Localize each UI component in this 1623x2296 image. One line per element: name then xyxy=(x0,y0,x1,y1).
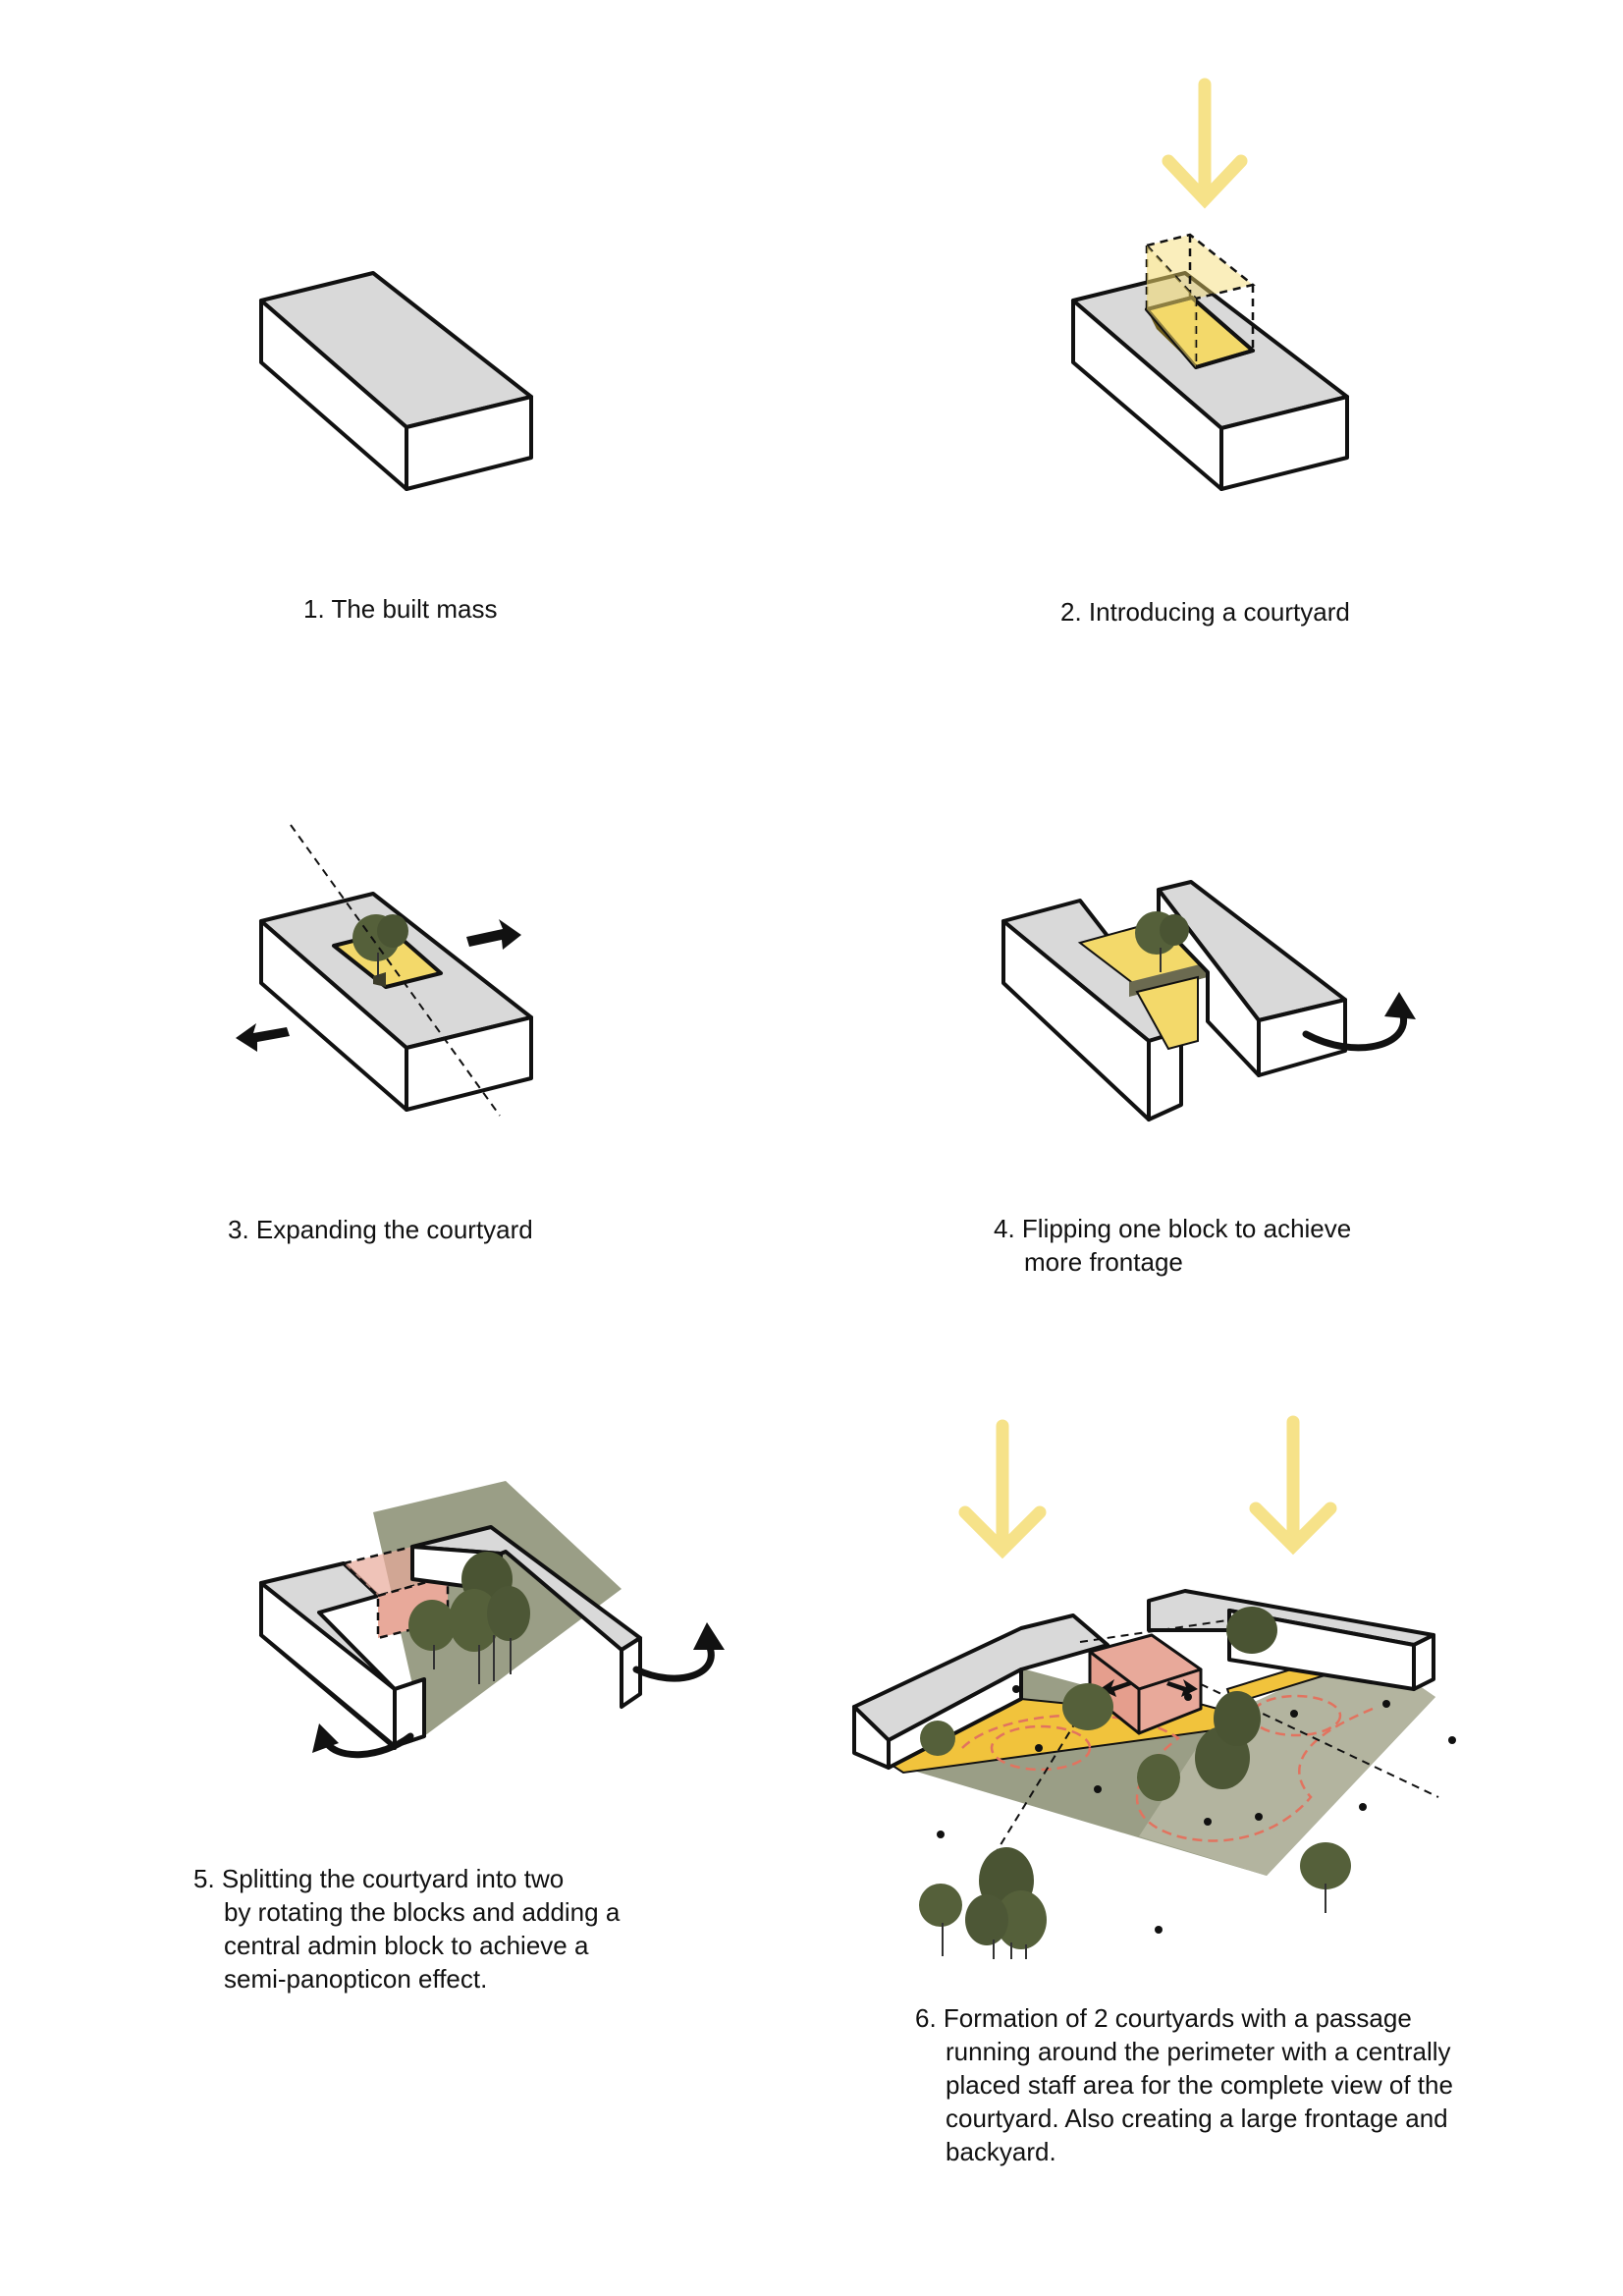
step3-arrow-right-icon xyxy=(466,919,521,950)
caption-step6-line5: backyard. xyxy=(915,2135,1453,2168)
caption-step3: 3. Expanding the courtyard xyxy=(228,1213,533,1246)
caption-step5: 5. Splitting the courtyard into two by r… xyxy=(193,1862,620,1995)
caption-step4-line1: 4. Flipping one block to achieve xyxy=(994,1212,1351,1245)
caption-step5-line4: semi-panopticon effect. xyxy=(193,1962,620,1995)
step1-mass xyxy=(261,273,531,489)
caption-step4: 4. Flipping one block to achieve more fr… xyxy=(994,1212,1351,1279)
step2-mass xyxy=(1073,273,1347,489)
step2-arrow-down-icon xyxy=(1168,84,1241,199)
caption-step1: 1. The built mass xyxy=(303,592,498,626)
caption-step6-line2: running around the perimeter with a cent… xyxy=(915,2035,1453,2068)
caption-step6: 6. Formation of 2 courtyards with a pass… xyxy=(915,2001,1453,2168)
step5-rotate-arrow-right-icon xyxy=(636,1622,725,1678)
caption-step5-line2: by rotating the blocks and adding a xyxy=(193,1895,620,1929)
step3-arrow-left-icon xyxy=(236,1023,290,1052)
caption-step2: 2. Introducing a courtyard xyxy=(1060,595,1350,629)
caption-step6-line3: placed staff area for the complete view … xyxy=(915,2068,1453,2102)
caption-step5-line3: central admin block to achieve a xyxy=(193,1929,620,1962)
caption-step4-line2: more frontage xyxy=(994,1245,1351,1279)
step6-arrow-down-left-icon xyxy=(965,1426,1040,1550)
caption-step6-line1: 6. Formation of 2 courtyards with a pass… xyxy=(915,2001,1453,2035)
step6-arrow-down-right-icon xyxy=(1256,1422,1330,1546)
caption-step5-line1: 5. Splitting the courtyard into two xyxy=(193,1862,620,1895)
caption-step6-line4: courtyard. Also creating a large frontag… xyxy=(915,2102,1453,2135)
